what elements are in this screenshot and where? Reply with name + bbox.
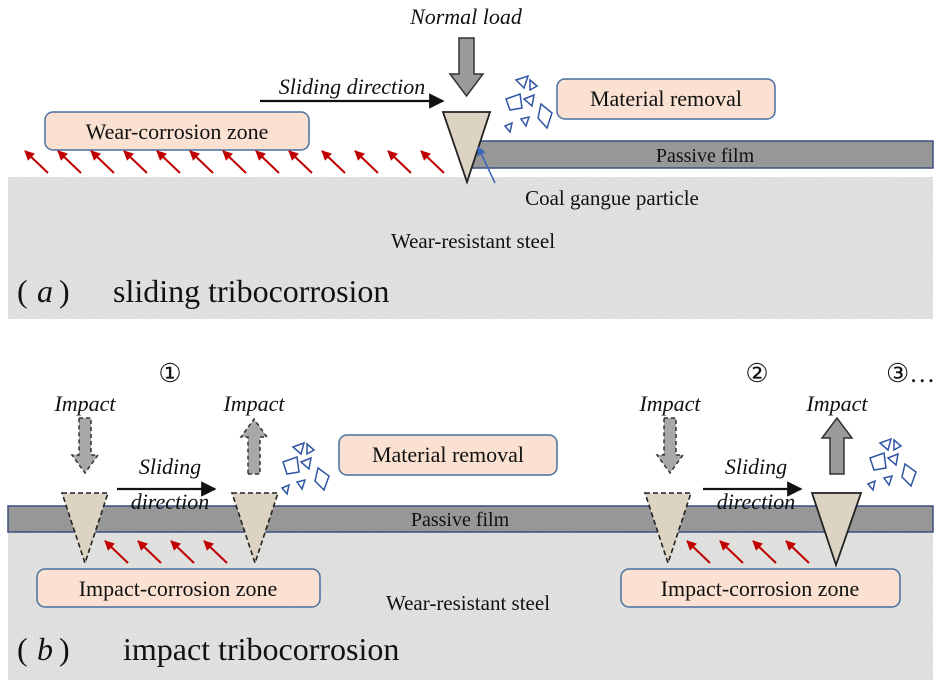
substrate-a: [8, 177, 933, 319]
svg-text:(: (: [17, 631, 28, 667]
particle-b-1: [60, 492, 110, 566]
panel-b-title: impact tribocorrosion: [123, 631, 399, 667]
debris-b-2: [866, 437, 917, 492]
svg-text:): ): [59, 273, 70, 309]
impact-label-3: Impact: [638, 391, 701, 416]
passive-film-label-b: Passive film: [411, 509, 510, 531]
impact-label-2: Impact: [222, 391, 285, 416]
corrosion-arrows-a: [24, 150, 445, 174]
wear-corrosion-zone-box: [44, 111, 310, 151]
material-removal-box-b: [338, 434, 558, 476]
passive-film-a: [471, 140, 934, 169]
panel-a-title: sliding tribocorrosion: [113, 273, 389, 309]
svg-text:): ): [59, 631, 70, 667]
step-2-marker: ②: [745, 359, 768, 388]
material-removal-label-a: Material removal: [590, 86, 742, 111]
impact-arrow-4: [820, 416, 854, 475]
particle-b-2: [230, 492, 280, 566]
corrosion-arrows-b-1: [104, 540, 228, 564]
direction-label-2: direction: [717, 489, 796, 514]
impact-arrow-1: [70, 417, 100, 475]
step-1-marker: ①: [158, 359, 181, 388]
svg-text:(: (: [17, 273, 28, 309]
impact-arrow-3: [655, 417, 685, 475]
normal-load-label: Normal load: [409, 4, 523, 29]
panel-b-letter: b: [37, 631, 53, 667]
impact-arrow-2: [239, 417, 269, 475]
passive-film-label-a: Passive film: [656, 145, 755, 167]
particle-pointer: [477, 146, 496, 184]
particle-b-4: [810, 492, 863, 568]
sliding-label-1: Sliding: [139, 454, 201, 479]
corrosion-arrows-b-2: [686, 540, 810, 564]
material-removal-box-a: [556, 78, 776, 120]
impact-corrosion-zone-box-1: [36, 568, 321, 608]
wear-corrosion-zone-label: Wear-corrosion zone: [86, 119, 269, 144]
normal-load-arrow: [448, 37, 485, 98]
impact-corrosion-zone-box-2: [620, 568, 901, 608]
step-3-marker: ③…: [886, 359, 935, 388]
impact-label-1: Impact: [53, 391, 116, 416]
direction-label-1: direction: [131, 489, 210, 514]
passive-film-b: [7, 505, 934, 533]
sliding-label-2: Sliding: [725, 454, 787, 479]
coal-gangue-particle-label: Coal gangue particle: [525, 186, 699, 210]
panel-a-letter: a: [37, 273, 53, 309]
impact-label-4: Impact: [805, 391, 868, 416]
sliding-direction-label-a: Sliding direction: [279, 74, 425, 99]
substrate-label-b: Wear-resistant steel: [386, 591, 550, 615]
panel-b-caption: ( b ) impact tribocorrosion: [17, 631, 399, 667]
debris-b-1: [280, 441, 330, 496]
panel-a: Passive film Normal load Sliding directi…: [8, 4, 934, 319]
panel-b: Passive film ① ② ③… Impact Impact Impact…: [7, 359, 935, 680]
substrate-label-a: Wear-resistant steel: [391, 229, 555, 253]
impact-corrosion-zone-label-1: Impact-corrosion zone: [79, 576, 278, 601]
panel-a-caption: ( a ) sliding tribocorrosion: [17, 273, 389, 309]
debris-a: [503, 74, 553, 134]
material-removal-label-b: Material removal: [372, 442, 524, 467]
impact-corrosion-zone-label-2: Impact-corrosion zone: [661, 576, 860, 601]
particle-b-3: [643, 492, 693, 566]
